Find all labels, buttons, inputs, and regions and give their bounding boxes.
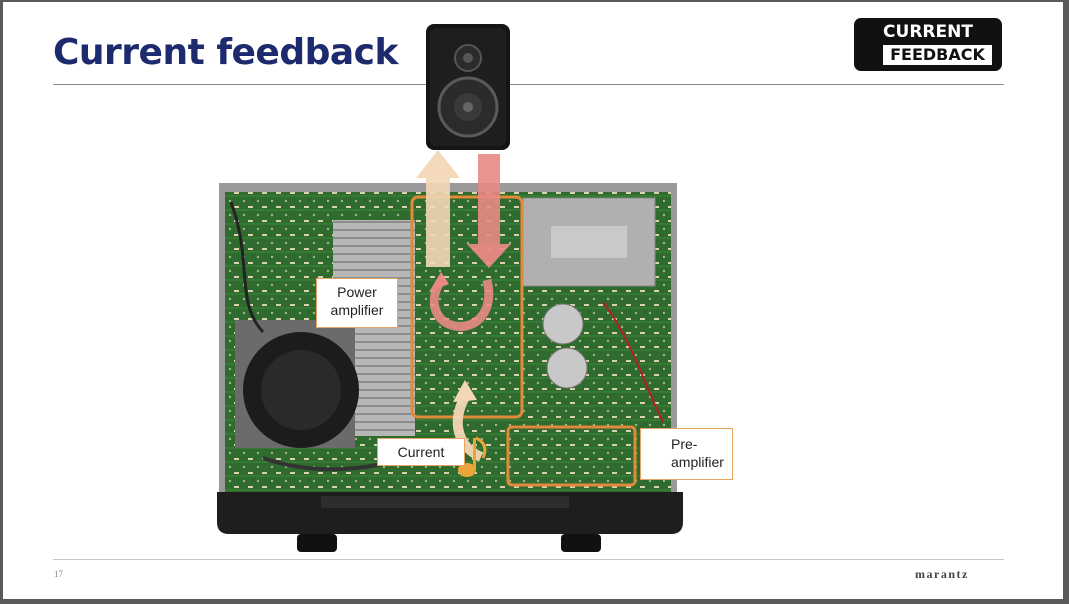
output-arrow <box>416 150 460 267</box>
pre-amp-highlight <box>506 425 637 487</box>
power-amp-highlight <box>410 195 524 419</box>
footer-divider <box>53 559 1004 560</box>
current-arrowhead <box>453 380 477 402</box>
title-divider <box>53 84 1004 85</box>
power-amplifier-label-line-1: Power <box>337 284 377 300</box>
brand-logo: marantz <box>915 567 969 581</box>
page-number: 17 <box>54 569 63 579</box>
logo-line-2: FEEDBACK <box>883 45 992 65</box>
slide-title: Current feedback <box>53 32 398 73</box>
amplifier-illustration <box>217 24 683 552</box>
pre-amplifier-label-line-1: Pre- <box>671 436 698 452</box>
current-feedback-logo: CURRENT FEEDBACK <box>854 18 1002 71</box>
slide: Current feedback CURRENT FEEDBACK <box>3 2 1063 599</box>
pre-amplifier-label-line-2: amplifier <box>671 454 724 470</box>
feedback-loop-arrowhead <box>429 272 449 292</box>
current-label: Current <box>377 438 465 466</box>
capacitor <box>546 347 588 389</box>
feedback-loop-arrow <box>429 278 494 332</box>
capacitor <box>542 303 584 345</box>
foot <box>561 534 601 552</box>
speaker-icon <box>426 24 510 150</box>
foot <box>297 534 337 552</box>
music-note-icon <box>458 436 487 477</box>
power-amplifier-label: Power amplifier <box>316 278 398 328</box>
feedback-arrow <box>467 154 511 268</box>
pre-amplifier-label: Pre- amplifier <box>640 428 733 480</box>
logo-line-1: CURRENT <box>883 22 973 42</box>
power-amplifier-label-line-2: amplifier <box>330 302 384 318</box>
